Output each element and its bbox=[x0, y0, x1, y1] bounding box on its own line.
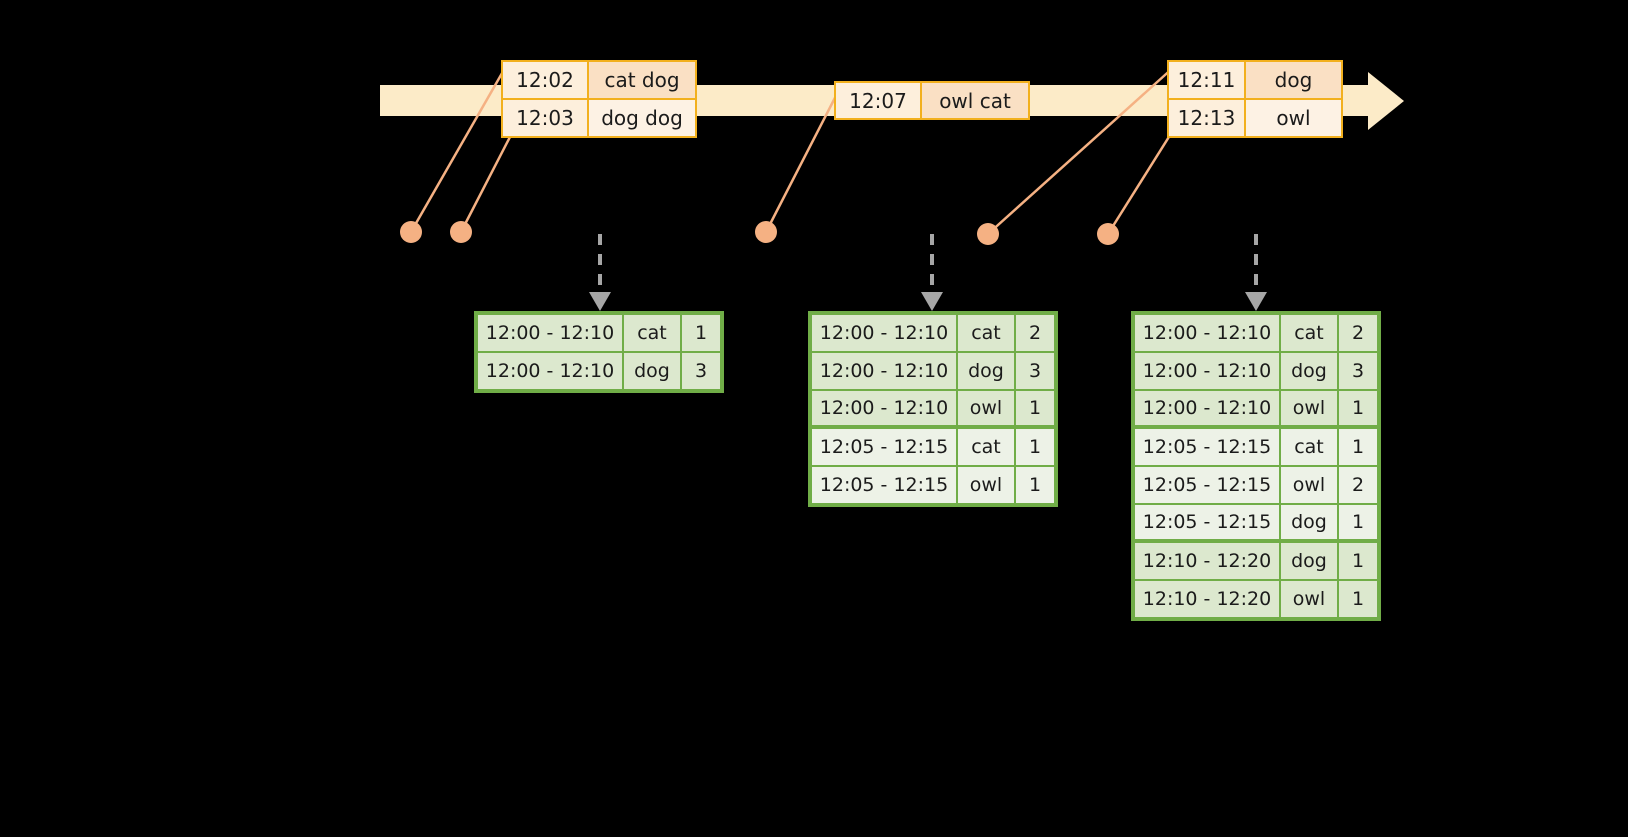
event-time: 12:07 bbox=[836, 83, 920, 118]
cell-count: 1 bbox=[1338, 542, 1378, 580]
event-value: owl bbox=[1244, 100, 1341, 136]
cell-count: 1 bbox=[1338, 504, 1378, 542]
cell-window: 12:05 - 12:15 bbox=[811, 428, 957, 466]
cell-key: dog bbox=[623, 352, 681, 390]
cell-key: owl bbox=[1280, 466, 1338, 504]
cell-key: dog bbox=[1280, 504, 1338, 542]
cell-count: 2 bbox=[1338, 314, 1378, 352]
connector-dot-1213 bbox=[1097, 223, 1119, 245]
event-time: 12:13 bbox=[1169, 100, 1244, 136]
cell-count: 2 bbox=[1015, 314, 1055, 352]
cell-window: 12:00 - 12:10 bbox=[811, 352, 957, 390]
cell-count: 1 bbox=[1338, 428, 1378, 466]
event-value: owl cat bbox=[920, 83, 1028, 118]
cell-window: 12:10 - 12:20 bbox=[1134, 542, 1280, 580]
cell-key: owl bbox=[957, 466, 1015, 504]
connector-dot-1203 bbox=[450, 221, 472, 243]
cell-window: 12:00 - 12:10 bbox=[811, 390, 957, 428]
event-time: 12:03 bbox=[503, 100, 587, 136]
cell-window: 12:00 - 12:10 bbox=[1134, 314, 1280, 352]
cell-window: 12:05 - 12:15 bbox=[1134, 466, 1280, 504]
cell-count: 1 bbox=[1338, 390, 1378, 428]
cell-window: 12:00 - 12:10 bbox=[811, 314, 957, 352]
connector-dot-1211 bbox=[977, 223, 999, 245]
cell-count: 1 bbox=[1338, 580, 1378, 618]
cell-key: owl bbox=[957, 390, 1015, 428]
cell-count: 3 bbox=[1015, 352, 1055, 390]
cell-key: dog bbox=[1280, 352, 1338, 390]
cell-count: 1 bbox=[1015, 428, 1055, 466]
cell-window: 12:00 - 12:10 bbox=[477, 314, 623, 352]
cell-window: 12:00 - 12:10 bbox=[477, 352, 623, 390]
cell-key: cat bbox=[957, 428, 1015, 466]
cell-window: 12:00 - 12:10 bbox=[1134, 352, 1280, 390]
cell-key: cat bbox=[1280, 428, 1338, 466]
event-time: 12:11 bbox=[1169, 62, 1244, 98]
cell-window: 12:05 - 12:15 bbox=[811, 466, 957, 504]
cell-count: 3 bbox=[681, 352, 721, 390]
cell-count: 3 bbox=[1338, 352, 1378, 390]
cell-key: owl bbox=[1280, 580, 1338, 618]
event-value: dog dog bbox=[587, 100, 695, 136]
cell-key: owl bbox=[1280, 390, 1338, 428]
timeline-event-box-3[interactable]: 12:11 dog 12:13 owl bbox=[1167, 60, 1343, 138]
connector-dot-1207 bbox=[755, 221, 777, 243]
cell-key: dog bbox=[957, 352, 1015, 390]
timeline-arrowhead bbox=[1368, 72, 1404, 130]
cell-key: cat bbox=[957, 314, 1015, 352]
cell-key: dog bbox=[1280, 542, 1338, 580]
cell-window: 12:00 - 12:10 bbox=[1134, 390, 1280, 428]
cell-window: 12:05 - 12:15 bbox=[1134, 428, 1280, 466]
event-value: cat dog bbox=[587, 62, 695, 98]
cell-count: 1 bbox=[1015, 466, 1055, 504]
timeline-event-box-1[interactable]: 12:02 cat dog 12:03 dog dog bbox=[501, 60, 697, 138]
cell-count: 1 bbox=[681, 314, 721, 352]
cell-count: 2 bbox=[1338, 466, 1378, 504]
cell-count: 1 bbox=[1015, 390, 1055, 428]
timeline-event-box-2[interactable]: 12:07 owl cat bbox=[834, 81, 1030, 120]
connector-dot-1202 bbox=[400, 221, 422, 243]
cell-window: 12:10 - 12:20 bbox=[1134, 580, 1280, 618]
cell-window: 12:05 - 12:15 bbox=[1134, 504, 1280, 542]
cell-key: cat bbox=[623, 314, 681, 352]
event-value: dog bbox=[1244, 62, 1341, 98]
cell-key: cat bbox=[1280, 314, 1338, 352]
event-time: 12:02 bbox=[503, 62, 587, 98]
